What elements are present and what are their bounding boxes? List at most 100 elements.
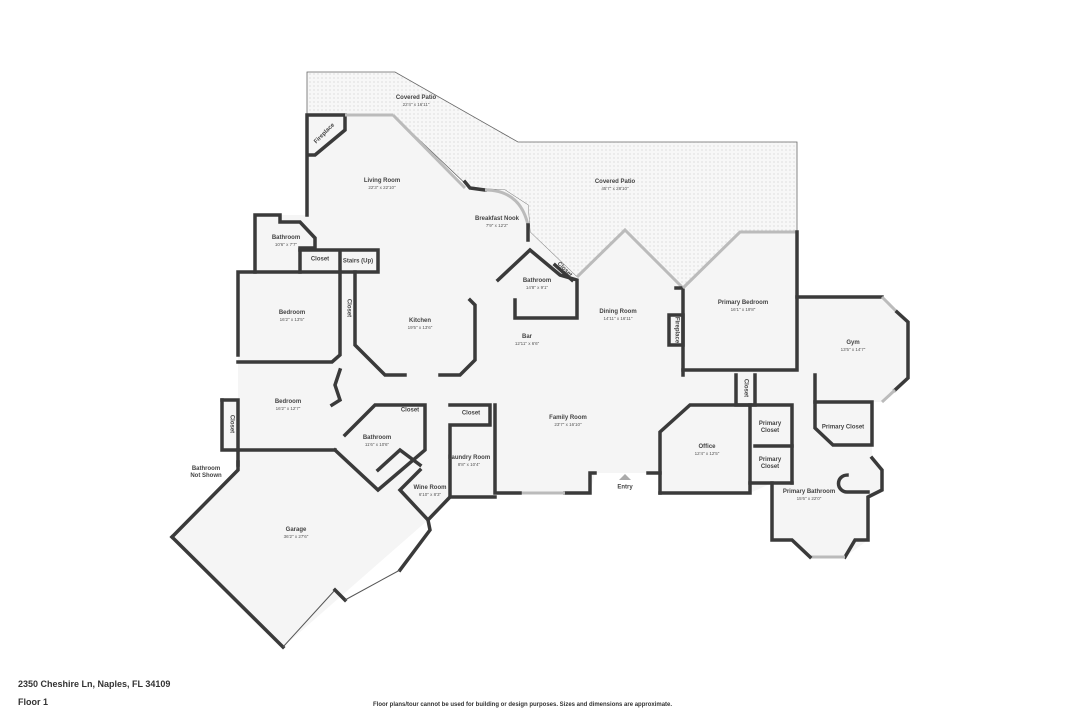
room-name: Bathroom bbox=[362, 434, 392, 441]
wall bbox=[332, 403, 427, 493]
closet-bath-label: Closet bbox=[310, 256, 330, 263]
room-dims: 36'2" x 27'6" bbox=[283, 533, 309, 539]
room-name: Covered Patio bbox=[594, 178, 636, 185]
wall bbox=[169, 534, 286, 650]
room-name: Dining Room bbox=[599, 308, 637, 315]
room-name: Bedroom bbox=[278, 309, 306, 316]
closet-bedroom2-label: Closet bbox=[228, 414, 235, 434]
wall bbox=[462, 179, 487, 192]
wall bbox=[329, 367, 343, 408]
window bbox=[681, 230, 797, 290]
wall bbox=[658, 481, 752, 495]
wall bbox=[298, 248, 380, 274]
wall bbox=[734, 373, 757, 407]
room-dims: 12'11" x 6'6" bbox=[514, 340, 540, 346]
wall bbox=[236, 270, 342, 364]
room-dims: 10'6" x 7'7" bbox=[274, 241, 298, 247]
primary-closet-3-label: Primary Closet bbox=[821, 424, 865, 431]
wall bbox=[397, 467, 453, 523]
fireplace-bedroom-label: Fireplace bbox=[673, 316, 680, 344]
room-dims: 14'11" x 16'11" bbox=[603, 315, 633, 321]
room-name: Gym bbox=[846, 339, 860, 346]
closet-bath3-label: Closet bbox=[400, 407, 420, 414]
room-name: Bathroom bbox=[271, 234, 301, 241]
room-name: Kitchen bbox=[408, 317, 431, 324]
room-name: Primary Bedroom bbox=[717, 299, 769, 306]
room-name: Covered Patio bbox=[395, 94, 437, 101]
bay-window bbox=[484, 188, 530, 226]
room-dims: 45'7" x 28'10" bbox=[601, 185, 629, 191]
room-dims: 11'6" x 10'6" bbox=[364, 441, 390, 447]
room-dims: 8'8" x 10'4" bbox=[457, 461, 481, 467]
wall bbox=[495, 247, 579, 320]
wall bbox=[438, 297, 477, 377]
address: 2350 Cheshire Ln, Naples, FL 34109 bbox=[18, 679, 171, 689]
patio-door bbox=[391, 113, 467, 190]
floor-label: Floor 1 bbox=[18, 697, 49, 707]
wall bbox=[667, 313, 685, 347]
room-name: Bar bbox=[521, 333, 533, 340]
wall bbox=[353, 270, 407, 377]
room-dims: 16'2" x 13'5" bbox=[279, 316, 305, 322]
patio-door bbox=[575, 227, 685, 290]
room-dims: 22'3" x 22'10" bbox=[368, 184, 396, 190]
wall bbox=[169, 460, 240, 540]
room-name: Laundry Room bbox=[447, 454, 491, 461]
wall bbox=[552, 262, 575, 283]
room-dims: 19'5" x 13'6" bbox=[407, 324, 433, 330]
wall bbox=[892, 309, 910, 393]
room-dims: 15'6" x 22'0" bbox=[796, 495, 822, 501]
wall bbox=[305, 113, 347, 217]
wall bbox=[813, 400, 874, 447]
closet-hall-label: Closet bbox=[742, 378, 749, 398]
wall bbox=[681, 230, 799, 372]
stairs-label: Stairs (Up) bbox=[342, 258, 374, 265]
primary-closet-1-label: Primary Closet bbox=[758, 421, 782, 434]
room-name: Family Room bbox=[549, 414, 587, 421]
closet-bedroom1-label: Closet bbox=[345, 298, 352, 318]
disclaimer: Floor plans/tour cannot be used for buil… bbox=[373, 702, 673, 708]
garage-floor bbox=[172, 450, 428, 647]
window bbox=[880, 295, 899, 314]
room-name: Living Room bbox=[363, 177, 401, 184]
closet-laundry-label: Closet bbox=[461, 410, 481, 417]
room-name: Bathroom bbox=[522, 277, 552, 284]
entry-label: Entry bbox=[617, 484, 633, 491]
window bbox=[880, 388, 897, 404]
room-name: Wine Room bbox=[413, 484, 447, 491]
room-dims: 6'10" x 8'3" bbox=[418, 491, 442, 497]
room-name: Primary Bathroom bbox=[782, 488, 836, 495]
wall bbox=[220, 398, 240, 467]
room-dims: 13'5" x 14'7" bbox=[840, 346, 866, 352]
wall bbox=[397, 517, 432, 573]
tub bbox=[836, 473, 870, 494]
room-dims: 7'9" x 12'2" bbox=[485, 222, 509, 228]
wall bbox=[748, 403, 794, 485]
primary-closet-2-label: Primary Closet bbox=[758, 457, 782, 470]
wall bbox=[220, 398, 240, 452]
bathroom-not-shown-label: Bathroom Not Shown bbox=[190, 466, 222, 479]
wall bbox=[770, 481, 813, 560]
wall bbox=[253, 213, 317, 274]
room-dims: 16'1" x 19'8" bbox=[730, 306, 756, 312]
wall bbox=[448, 403, 497, 499]
garage-door bbox=[282, 589, 336, 648]
entry-arrow-icon bbox=[619, 474, 631, 480]
